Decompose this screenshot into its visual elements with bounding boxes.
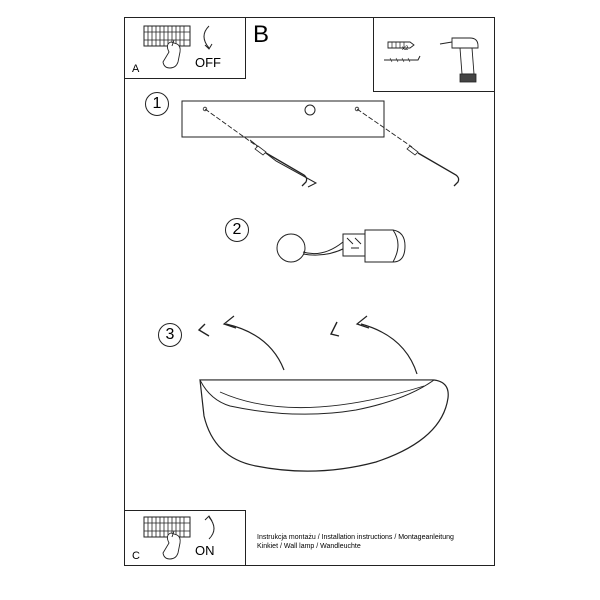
lamp-socket-wiring-diagram bbox=[276, 229, 406, 263]
panel-a-off-label: OFF bbox=[195, 55, 221, 70]
step-3-arrow-left bbox=[222, 315, 285, 371]
step-2-marker: 2 bbox=[225, 218, 249, 242]
rotate-arrow-icon bbox=[203, 25, 213, 50]
step-3-screw-left bbox=[197, 323, 210, 337]
step-b-letter: B bbox=[253, 21, 270, 48]
lamp-shade-diagram bbox=[199, 379, 449, 472]
screw-and-plug-left bbox=[249, 139, 308, 187]
quantity-label: x2 bbox=[402, 46, 409, 52]
step-3-marker: 3 bbox=[158, 323, 182, 347]
panel-c-power-on: C ON bbox=[124, 510, 246, 566]
screw-and-plug-right bbox=[406, 145, 460, 187]
panel-c-on-label: ON bbox=[195, 543, 215, 558]
step-3-arrow-right bbox=[355, 315, 418, 375]
breaker-box-icon bbox=[143, 25, 191, 69]
step-1-marker: 1 bbox=[145, 92, 169, 116]
instruction-sheet-frame bbox=[124, 17, 495, 566]
rotate-arrow-icon bbox=[204, 515, 215, 540]
panel-c-letter: C bbox=[132, 550, 140, 562]
wall-plug-and-screw-icon bbox=[384, 41, 421, 63]
panel-a-letter: A bbox=[132, 63, 140, 75]
panel-b-tools: x2 bbox=[373, 17, 495, 92]
step-3-screw-right bbox=[329, 321, 340, 337]
breaker-box-icon bbox=[143, 516, 191, 560]
bulb-icon bbox=[276, 233, 306, 263]
instructions-caption-line-2: Kinkiet / Wall lamp / Wandleuchte bbox=[257, 543, 361, 550]
power-drill-icon bbox=[439, 37, 479, 83]
panel-a-power-off: A OFF bbox=[124, 17, 246, 79]
mounting-plate-diagram bbox=[181, 100, 413, 188]
instructions-caption-line-1: Instrukcja montażu / Installation instru… bbox=[257, 534, 454, 541]
plate-center-hole bbox=[304, 104, 316, 116]
